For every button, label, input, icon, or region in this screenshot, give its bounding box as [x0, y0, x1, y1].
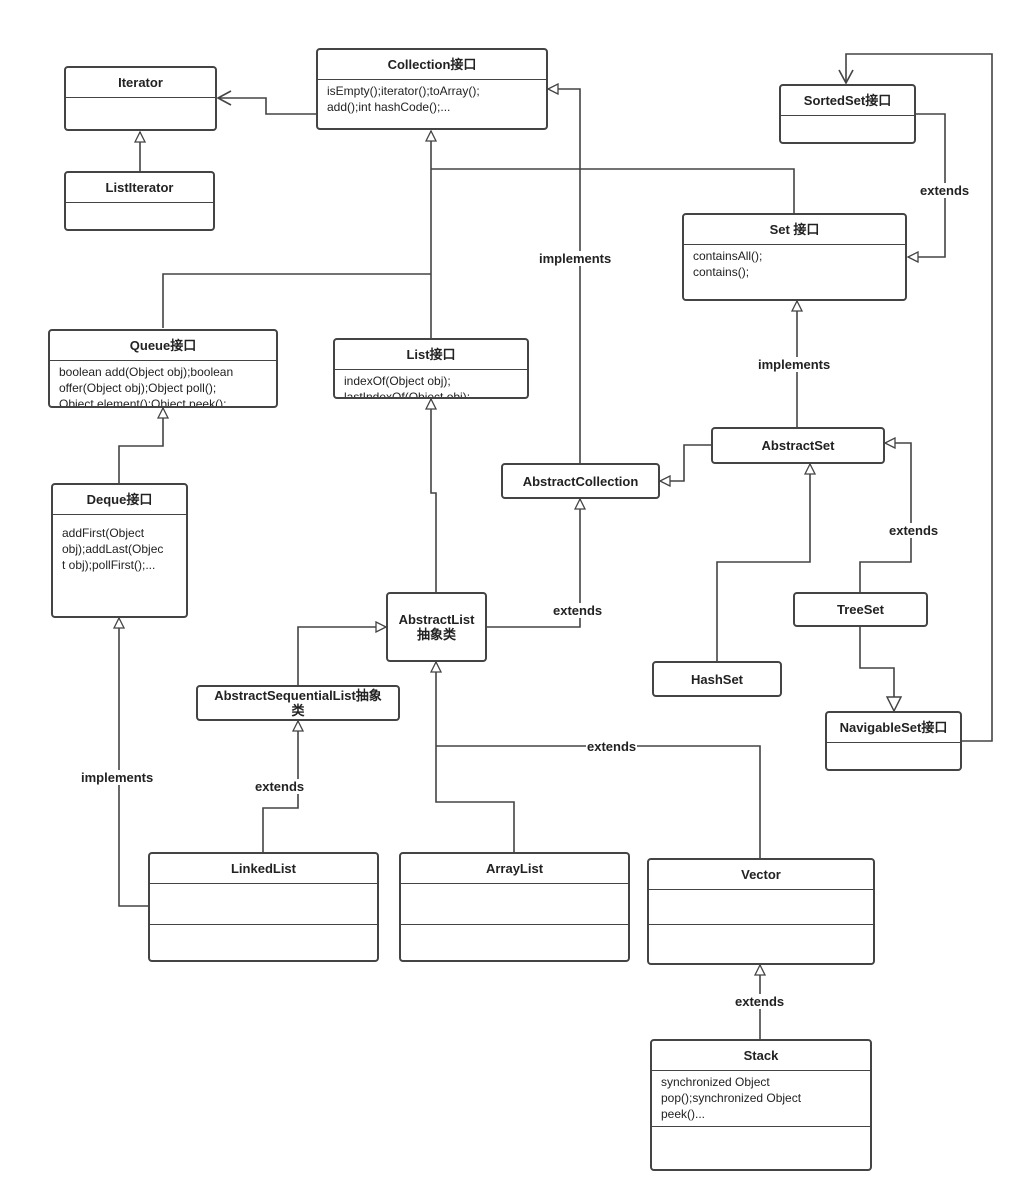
linkedlist-title: LinkedList	[230, 861, 296, 876]
arraylist-attributes	[401, 883, 628, 924]
list-methods: indexOf(Object obj); lastIndexOf(Object …	[335, 369, 527, 397]
label-extends-lists: extends	[586, 739, 638, 754]
abstractset-box[interactable]: AbstractSet	[711, 427, 885, 464]
label-extends-linkedlist: extends	[254, 779, 306, 794]
edge-abstractlist-list	[431, 399, 436, 592]
vector-title: Vector	[741, 867, 781, 882]
edge-abstractlist-abstractcollection	[487, 499, 580, 628]
stack-box[interactable]: Stack synchronized Object pop();synchron…	[650, 1039, 872, 1171]
edge-abstractset-abstractcollection	[660, 444, 711, 481]
label-implements-collection: implements	[538, 251, 613, 266]
stack-methods: synchronized Object pop();synchronized O…	[652, 1070, 870, 1126]
edge-navigableset-sortedset	[846, 53, 993, 742]
edge-set-collection	[431, 168, 795, 213]
edge-treeset-abstractset	[859, 443, 912, 592]
list-title: List接口	[406, 347, 456, 362]
collection-interface-box[interactable]: Collection接口 isEmpty();iterator();toArra…	[316, 48, 548, 130]
edge-collection-iterator	[218, 98, 316, 115]
hashset-title: HashSet	[690, 671, 744, 687]
sortedset-title: SortedSet接口	[803, 93, 892, 108]
deque-interface-box[interactable]: Deque接口 addFirst(Object obj);addLast(Obj…	[51, 483, 188, 618]
navigableset-title: NavigableSet接口	[839, 720, 948, 735]
label-extends-sortedset: extends	[919, 183, 971, 198]
edge-queue-collection	[162, 273, 431, 328]
edge-linkedlist-abstractsequentiallist	[262, 721, 298, 852]
hashset-box[interactable]: HashSet	[652, 661, 782, 697]
deque-methods: addFirst(Object obj);addLast(Objec t obj…	[53, 514, 186, 616]
edge-vector-abstractlist	[436, 745, 761, 858]
navigableset-body	[827, 742, 960, 769]
label-implements-deque: implements	[80, 770, 155, 785]
iterator-title: Iterator	[118, 75, 163, 90]
label-extends-stack: extends	[734, 994, 786, 1009]
abstractlist-title: AbstractList 抽象类	[398, 612, 475, 642]
edge-arraylist-abstractlist	[436, 662, 515, 852]
edge-hashset-abstractset	[716, 464, 810, 661]
label-extends-treeset: extends	[888, 523, 940, 538]
stack-operations	[652, 1126, 870, 1169]
abstractlist-box[interactable]: AbstractList 抽象类	[386, 592, 487, 662]
list-interface-box[interactable]: List接口 indexOf(Object obj); lastIndexOf(…	[333, 338, 529, 399]
iterator-box[interactable]: Iterator	[64, 66, 217, 131]
arraylist-operations	[401, 924, 628, 960]
edge-abstractcollection-collection	[548, 89, 581, 463]
vector-attributes	[649, 889, 873, 924]
queue-title: Queue接口	[129, 338, 197, 353]
label-implements-set: implements	[757, 357, 832, 372]
set-interface-box[interactable]: Set 接口 containsAll(); contains();	[682, 213, 907, 301]
abstractcollection-title: AbstractCollection	[522, 473, 639, 489]
linkedlist-attributes	[150, 883, 377, 924]
treeset-box[interactable]: TreeSet	[793, 592, 928, 627]
abstractsequentiallist-title: AbstractSequentialList抽象 类	[214, 688, 382, 718]
navigableset-interface-box[interactable]: NavigableSet接口	[825, 711, 962, 771]
list-iterator-box[interactable]: ListIterator	[64, 171, 215, 231]
iterator-body	[66, 97, 215, 129]
label-extends-abstractlist: extends	[552, 603, 604, 618]
sortedset-interface-box[interactable]: SortedSet接口	[779, 84, 916, 144]
treeset-title: TreeSet	[837, 602, 884, 617]
edge-linkedlist-deque	[119, 618, 148, 907]
queue-interface-box[interactable]: Queue接口 boolean add(Object obj);boolean …	[48, 329, 278, 408]
vector-operations	[649, 924, 873, 963]
list-iterator-body	[66, 202, 213, 229]
edge-deque-queue	[118, 408, 163, 483]
set-title: Set 接口	[769, 222, 820, 237]
stack-title: Stack	[743, 1048, 779, 1063]
abstractsequentiallist-box[interactable]: AbstractSequentialList抽象 类	[196, 685, 400, 721]
edge-treeset-navigableset	[859, 627, 894, 711]
sortedset-body	[781, 115, 914, 142]
arraylist-box[interactable]: ArrayList	[399, 852, 630, 962]
edge-abstractsequentiallist-abstractlist	[297, 627, 386, 685]
arraylist-title: ArrayList	[485, 861, 544, 876]
collection-title: Collection接口	[387, 57, 477, 72]
linkedlist-operations	[150, 924, 377, 960]
collection-methods: isEmpty();iterator();toArray(); add();in…	[318, 79, 546, 128]
deque-title: Deque接口	[86, 492, 153, 507]
list-iterator-title: ListIterator	[105, 180, 174, 195]
abstractcollection-box[interactable]: AbstractCollection	[501, 463, 660, 499]
abstractset-title: AbstractSet	[761, 438, 835, 453]
set-methods: containsAll(); contains();	[684, 244, 905, 299]
vector-box[interactable]: Vector	[647, 858, 875, 965]
queue-methods: boolean add(Object obj);boolean offer(Ob…	[50, 360, 276, 406]
linkedlist-box[interactable]: LinkedList	[148, 852, 379, 962]
